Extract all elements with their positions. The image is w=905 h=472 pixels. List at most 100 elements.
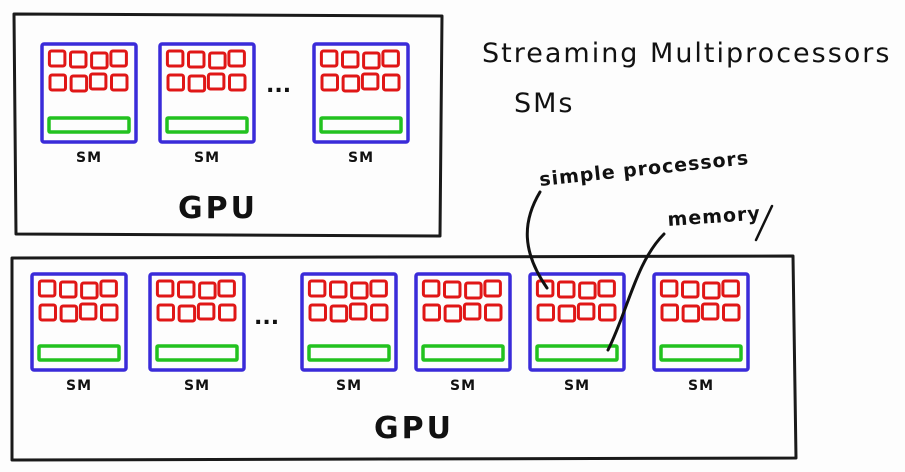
processor-core	[700, 302, 720, 321]
processor-core	[681, 280, 700, 299]
sm-label: SM	[564, 378, 590, 394]
gpu-top-label: GPU	[178, 191, 258, 226]
processor-core	[421, 279, 441, 298]
sm-memory	[307, 344, 391, 362]
gpu-bottom-frame	[10, 254, 798, 462]
processor-core	[48, 73, 67, 92]
processor-core	[166, 73, 185, 92]
processor-core	[78, 302, 98, 321]
memory-annotation: memory	[667, 203, 762, 231]
memory-arrow	[606, 232, 666, 352]
processor-core	[329, 280, 348, 299]
processor-core	[196, 302, 216, 321]
sm-memory	[165, 116, 249, 134]
annotations: Streaming Multiprocessors SMs simple pro…	[482, 38, 889, 352]
gpu-top-sm-1: SM	[40, 42, 138, 166]
sm-label: SM	[348, 150, 374, 166]
simple-processors-arrow	[525, 190, 549, 290]
processor-core	[659, 279, 679, 298]
sm-border	[652, 272, 750, 372]
gpu-bottom-sm-1: SM	[30, 272, 128, 394]
processor-core	[308, 303, 327, 322]
sm-label: SM	[194, 150, 220, 166]
processor-core	[319, 49, 339, 68]
processor-core	[369, 279, 388, 298]
sm-label: SM	[66, 378, 92, 394]
processor-core	[535, 279, 555, 298]
processor-core	[218, 303, 237, 322]
gpu-bottom-sm-6: SM	[652, 272, 750, 394]
sm-memory	[319, 116, 403, 134]
sm-memory	[659, 344, 743, 362]
processor-core	[341, 74, 361, 93]
processor-core	[382, 73, 401, 92]
processor-core	[578, 281, 597, 300]
sm-border	[528, 272, 626, 372]
processor-core	[370, 303, 389, 322]
processor-core	[483, 279, 502, 298]
processor-core	[59, 280, 78, 299]
processor-core	[341, 50, 360, 69]
processor-core	[227, 49, 246, 68]
processor-core	[536, 303, 555, 322]
sm-memory	[155, 344, 239, 362]
gpu-bottom-sm-2: SM	[148, 272, 246, 394]
processor-core	[88, 72, 108, 91]
processor-core	[187, 50, 206, 69]
sms-annotation: SMs	[514, 88, 575, 119]
processor-core	[443, 280, 462, 299]
processor-core	[422, 303, 441, 322]
sm-label: SM	[688, 378, 714, 394]
processor-core	[38, 303, 57, 322]
processor-core	[360, 72, 380, 91]
processor-core	[100, 303, 119, 322]
sm-memory	[47, 116, 131, 134]
processor-core	[110, 73, 129, 92]
processor-core	[702, 281, 721, 300]
processor-core	[177, 304, 197, 323]
processor-core	[37, 279, 57, 298]
processor-core	[156, 303, 175, 322]
sm-label: SM	[450, 378, 476, 394]
processor-core	[109, 49, 128, 68]
gpu-top-sm-3: SM	[312, 42, 410, 166]
processor-core	[165, 49, 185, 68]
processor-core	[228, 73, 247, 92]
processor-core	[597, 279, 616, 298]
simple-processors-annotation: simple processors	[538, 147, 750, 191]
processor-core	[307, 279, 327, 298]
gpu-bottom-sm-3: SM	[300, 272, 398, 394]
sm-memory	[37, 344, 121, 362]
processor-core	[348, 302, 368, 321]
processor-core	[206, 72, 226, 91]
processor-core	[681, 304, 701, 323]
processor-core	[59, 304, 79, 323]
sm-border	[300, 272, 398, 372]
processor-core	[598, 303, 617, 322]
processor-core	[722, 303, 741, 322]
sm-memory	[535, 344, 619, 362]
processor-core	[47, 49, 67, 68]
processor-core	[721, 279, 740, 298]
processor-core	[69, 74, 89, 93]
sm-border	[312, 42, 410, 144]
processor-core	[484, 303, 503, 322]
gpu-bottom-sm-4: SM	[414, 272, 512, 394]
sm-border	[40, 42, 138, 144]
processor-core	[557, 280, 576, 299]
gpu-bottom-label: GPU	[374, 411, 454, 446]
gpu-bottom-ellipsis: ...	[254, 305, 279, 330]
processor-core	[155, 279, 175, 298]
gpu-bottom: SM SM SM SM SM SM ... GPU	[10, 254, 798, 462]
sm-border	[148, 272, 246, 372]
processor-core	[576, 302, 596, 321]
sm-label: SM	[76, 150, 102, 166]
memory-underline-stroke	[754, 204, 774, 242]
sm-border	[414, 272, 512, 372]
processor-core	[557, 304, 577, 323]
sm-border	[30, 272, 128, 372]
processor-core	[198, 281, 217, 300]
processor-core	[90, 51, 109, 70]
